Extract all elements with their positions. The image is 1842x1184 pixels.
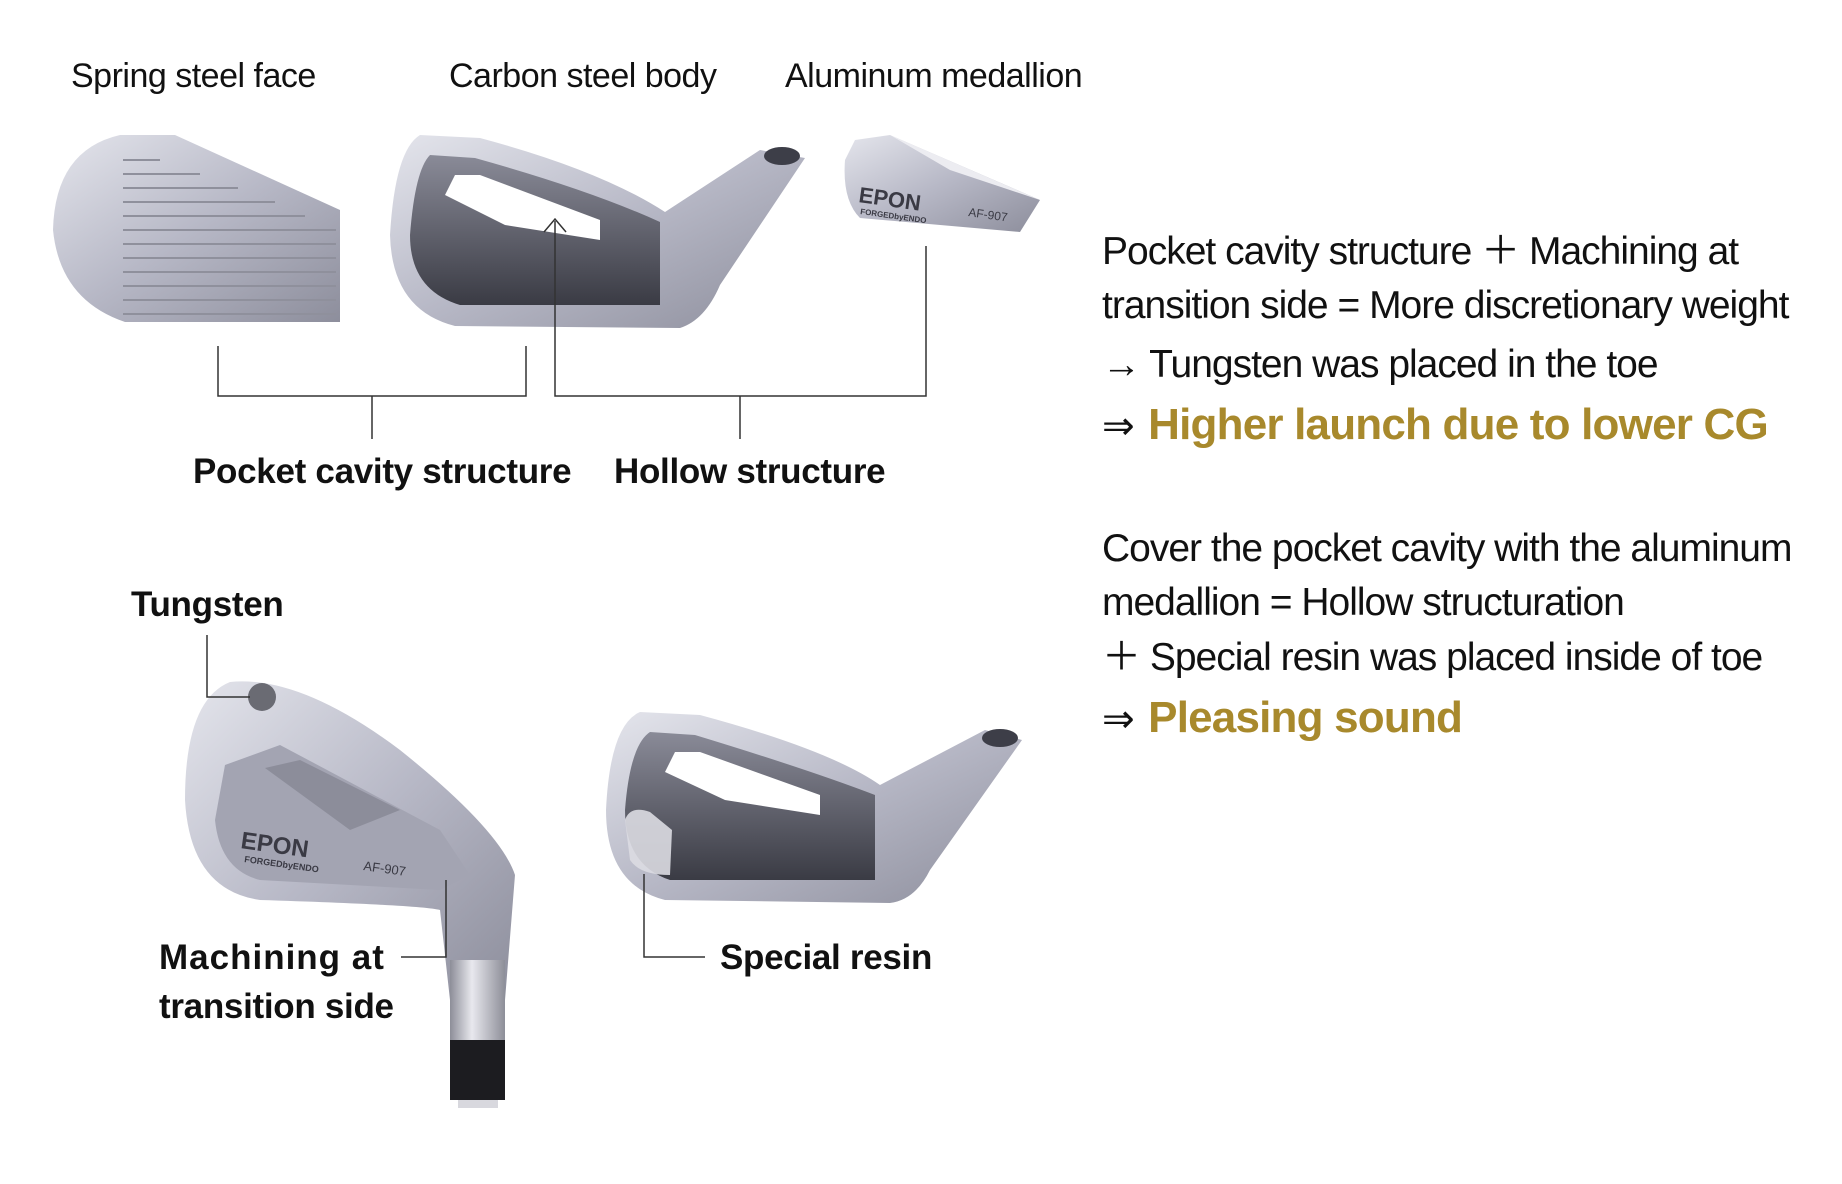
medallion-model: AF-907	[968, 205, 1009, 224]
result-arrow: ⇒	[1102, 405, 1135, 448]
special-resin-label: Special resin	[720, 938, 933, 977]
carbon-steel-body-label: Carbon steel body	[449, 57, 717, 95]
special-resin-marker	[625, 809, 672, 875]
machining-label-line1: Machining at	[159, 938, 385, 977]
carbon-steel-body-image	[390, 135, 805, 328]
explanation-1-line1: Pocket cavity structure ＋ Machining at	[1102, 230, 1739, 273]
pocket-cavity-structure-label: Pocket cavity structure	[193, 452, 572, 491]
explanation-1-line2: transition side = More discretionary wei…	[1102, 284, 1789, 327]
tungsten-label: Tungsten	[131, 585, 284, 624]
machining-leader	[401, 880, 447, 958]
explanation-2-line1: Cover the pocket cavity with the aluminu…	[1102, 527, 1792, 570]
spring-steel-face-image	[53, 135, 340, 322]
aluminum-medallion-image: EPON FORGEDbyENDO AF-907	[844, 135, 1040, 232]
tungsten-weight-marker	[248, 683, 276, 711]
result-pleasing-sound: Pleasing sound	[1148, 693, 1463, 742]
tungsten-leader	[206, 635, 250, 698]
iron-model: AF-907	[363, 858, 407, 879]
hollow-structure-label: Hollow structure	[614, 452, 886, 491]
resin-leader	[643, 874, 705, 958]
machining-label-line2: transition side	[159, 987, 394, 1026]
result-higher-launch: Higher launch due to lower CG	[1148, 400, 1769, 449]
spring-steel-face-label: Spring steel face	[71, 57, 316, 95]
hollow-structure-bracket	[543, 217, 927, 439]
explanation-2-line3: ＋ Special resin was placed inside of toe	[1102, 636, 1763, 679]
pocket-cavity-bracket	[217, 346, 527, 439]
explanation-1-line3: → Tungsten was placed in the toe	[1102, 343, 1659, 386]
explanation-2-line2: medallion = Hollow structuration	[1102, 581, 1625, 624]
assembled-iron-image: EPON FORGEDbyENDO AF-907	[185, 681, 515, 1108]
result-arrow: ⇒	[1102, 698, 1135, 741]
body-with-resin-image	[606, 712, 1022, 903]
aluminum-medallion-label: Aluminum medallion	[785, 57, 1083, 95]
